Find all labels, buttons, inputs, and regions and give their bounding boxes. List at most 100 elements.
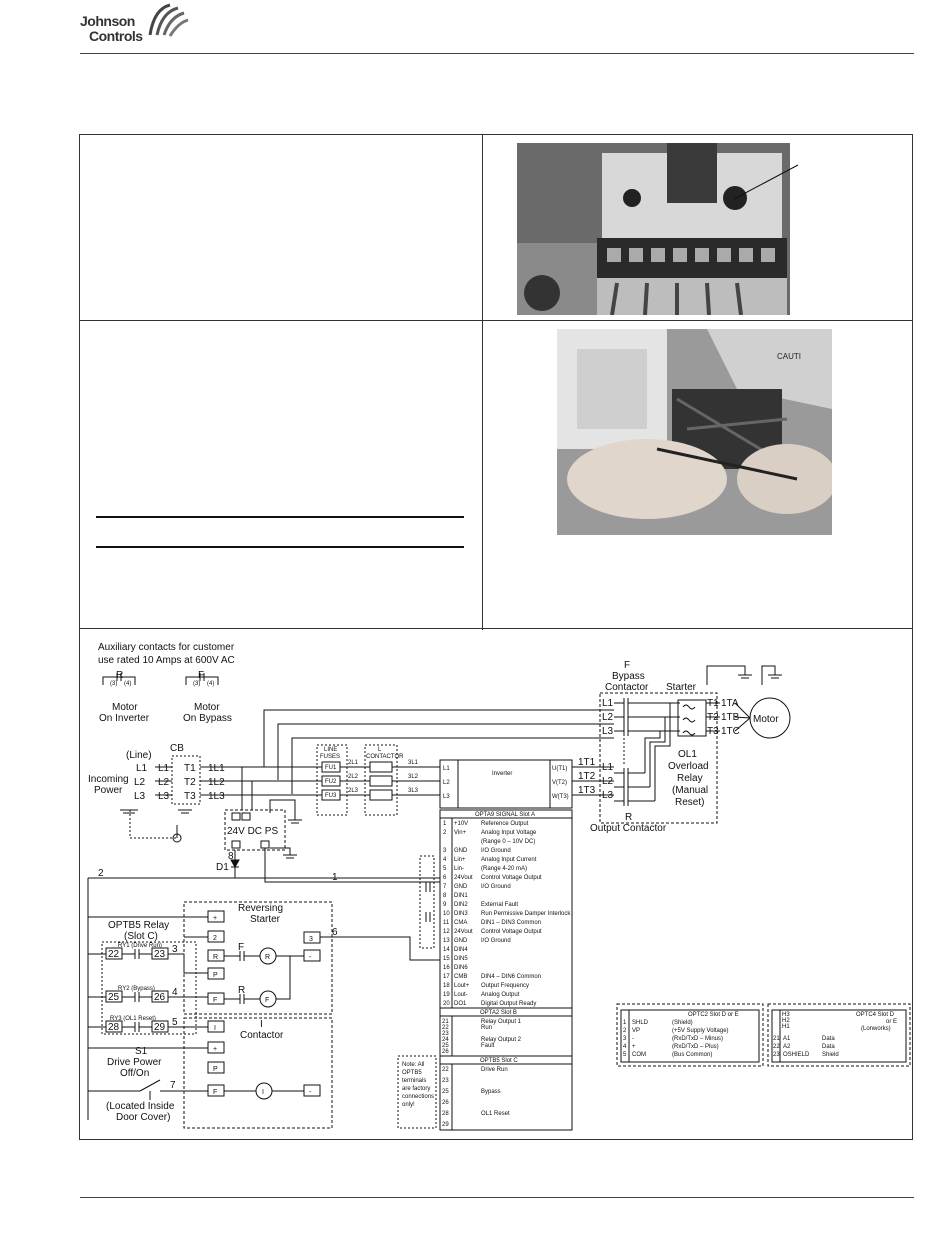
opta9-row-terminal: Lout- [454, 992, 468, 998]
rev-contact-f: F [238, 942, 244, 953]
outc-l2: L2 [602, 776, 614, 787]
footer-rule [80, 1197, 914, 1198]
aux-r-p3: (3) [110, 681, 117, 687]
s1-4: (Located Inside [106, 1101, 175, 1112]
note-3: terminals [402, 1078, 426, 1084]
rev-p: P [213, 972, 218, 979]
optc4-row-description: Data [822, 1044, 835, 1050]
fuse-1: FU1 [325, 765, 337, 771]
bypass-label-2: Contactor [605, 682, 649, 693]
opta9-row-description: Control Voltage Output [481, 875, 542, 881]
opta9-row-description: Analog Input Current [481, 857, 537, 863]
motor-byp-1: Motor [194, 702, 220, 713]
optc4-header-terminal: H3 [782, 1012, 790, 1018]
ol1-4: (Manual [672, 785, 708, 796]
motor-inv-2: On Inverter [99, 713, 150, 724]
opta2-row-number: 24 [442, 1037, 449, 1043]
wire-1l2: 1L2 [208, 777, 225, 788]
opta9-row-number: 16 [443, 965, 450, 971]
aux-f: F [198, 670, 204, 681]
cb-t1: T1 [184, 763, 196, 774]
rev-title-2: Starter [250, 914, 281, 925]
inv-w: W(T3) [552, 794, 569, 800]
opta9-row-number: 7 [443, 884, 447, 890]
opta9-row-terminal: GND [454, 884, 468, 890]
wire-1l3: 1L3 [208, 791, 225, 802]
outc-l3: L3 [602, 790, 614, 801]
cb-in-l1: L1 [158, 763, 170, 774]
line-label: (Line) [126, 750, 152, 761]
contactor-title-2: CONTACTOR [366, 754, 404, 760]
opta9-row-terminal: +10V [454, 821, 468, 827]
starter-label: Starter [666, 682, 697, 693]
opta9-row-terminal: CMA [454, 920, 467, 926]
rev-6: 6 [332, 927, 338, 938]
optc4-title-1: OPTC4 Slot D [856, 1012, 895, 1018]
s1-3: Off/On [120, 1068, 149, 1079]
optb5-row-description: Drive Run [481, 1067, 508, 1073]
opta9-row-terminal: DIN2 [454, 902, 468, 908]
aux-f-p4: (4) [207, 681, 214, 687]
motor-label: Motor [753, 714, 779, 725]
opta2-row-number: 22 [442, 1025, 449, 1031]
opta9-row-terminal: DO1 [454, 1001, 467, 1007]
optc4-row-signal: A1 [783, 1036, 791, 1042]
note-2: OPTB5 [402, 1070, 422, 1076]
optc2-row-description: (Bus Common) [672, 1052, 712, 1058]
optc4-title-2: or E [886, 1019, 897, 1025]
opta9-row-description: Digital Output Ready [481, 1001, 536, 1007]
motor-inv-1: Motor [112, 702, 138, 713]
out-1t3: 1T3 [578, 785, 596, 796]
opta9-row-number: 19 [443, 992, 450, 998]
byp-l3: L3 [602, 726, 614, 737]
icon-p: P [213, 1066, 218, 1073]
optb5-row-description: OL1 Reset [481, 1111, 510, 1117]
fuse-wire-2: 2L2 [348, 774, 359, 780]
optb5-row-number: 22 [442, 1067, 449, 1073]
ps-8: 8 [228, 851, 234, 862]
opta9-row-description: External Fault [481, 902, 518, 908]
wire-1: 1 [332, 872, 338, 883]
s1-7: 7 [170, 1080, 176, 1091]
byp-l1: L1 [602, 698, 614, 709]
johnson-controls-logo: Johnson Controls [80, 3, 190, 47]
photo-drive-keypad [517, 143, 790, 315]
optc4-row-signal: A2 [783, 1044, 791, 1050]
opta2-row-description: Run [481, 1025, 492, 1031]
out-t3: T3 [707, 726, 719, 737]
s1-1: S1 [135, 1046, 148, 1057]
rev-3: 3 [309, 936, 313, 943]
opta9-row-description: (Range 0 – 10V DC) [481, 839, 535, 845]
inv-u: U(T1) [552, 766, 567, 772]
ry1-label: RY1 (Drive Run) [118, 943, 162, 949]
aux-text-1: Auxiliary contacts for customer [98, 642, 235, 653]
relay-title-1: OPTB5 Relay [108, 920, 169, 931]
opta9-row-number: 18 [443, 983, 450, 989]
optc2-row-signal: COM [632, 1052, 646, 1058]
optb5-row-number: 23 [442, 1078, 449, 1084]
aux-text-2: use rated 10 Amps at 600V AC [98, 655, 235, 666]
opta9-row-description: Reference Output [481, 821, 529, 827]
opta9-row-number: 4 [443, 857, 447, 863]
relay-n3: 3 [172, 944, 178, 955]
optc2-row-number: 1 [623, 1020, 627, 1026]
cb-in-l3: L3 [158, 791, 170, 802]
opta9-row-number: 15 [443, 956, 450, 962]
opta9-row-terminal: Vin+ [454, 830, 467, 836]
opta9-row-description: DIN1 – DIN3 Common [481, 920, 541, 926]
fuses-title-2: FUSES [320, 754, 340, 760]
opta9-row-terminal: DIN5 [454, 956, 468, 962]
cb-t3: T3 [184, 791, 196, 802]
rev-minus: - [309, 954, 312, 961]
out-t2: T2 [707, 712, 719, 723]
optc4-row-description: Shield [822, 1052, 839, 1058]
icon-minus: - [309, 1089, 312, 1096]
outc-label: Output Contactor [590, 823, 667, 834]
rev-2: 2 [213, 935, 217, 942]
opta9-row-number: 14 [443, 947, 450, 953]
table-row-divider [79, 628, 913, 629]
contactor-wire-1: 3L1 [408, 760, 419, 766]
icon-plus: + [213, 1046, 217, 1053]
opta9-row-description: Output Frequency [481, 983, 529, 989]
opta2-row-number: 23 [442, 1031, 449, 1037]
